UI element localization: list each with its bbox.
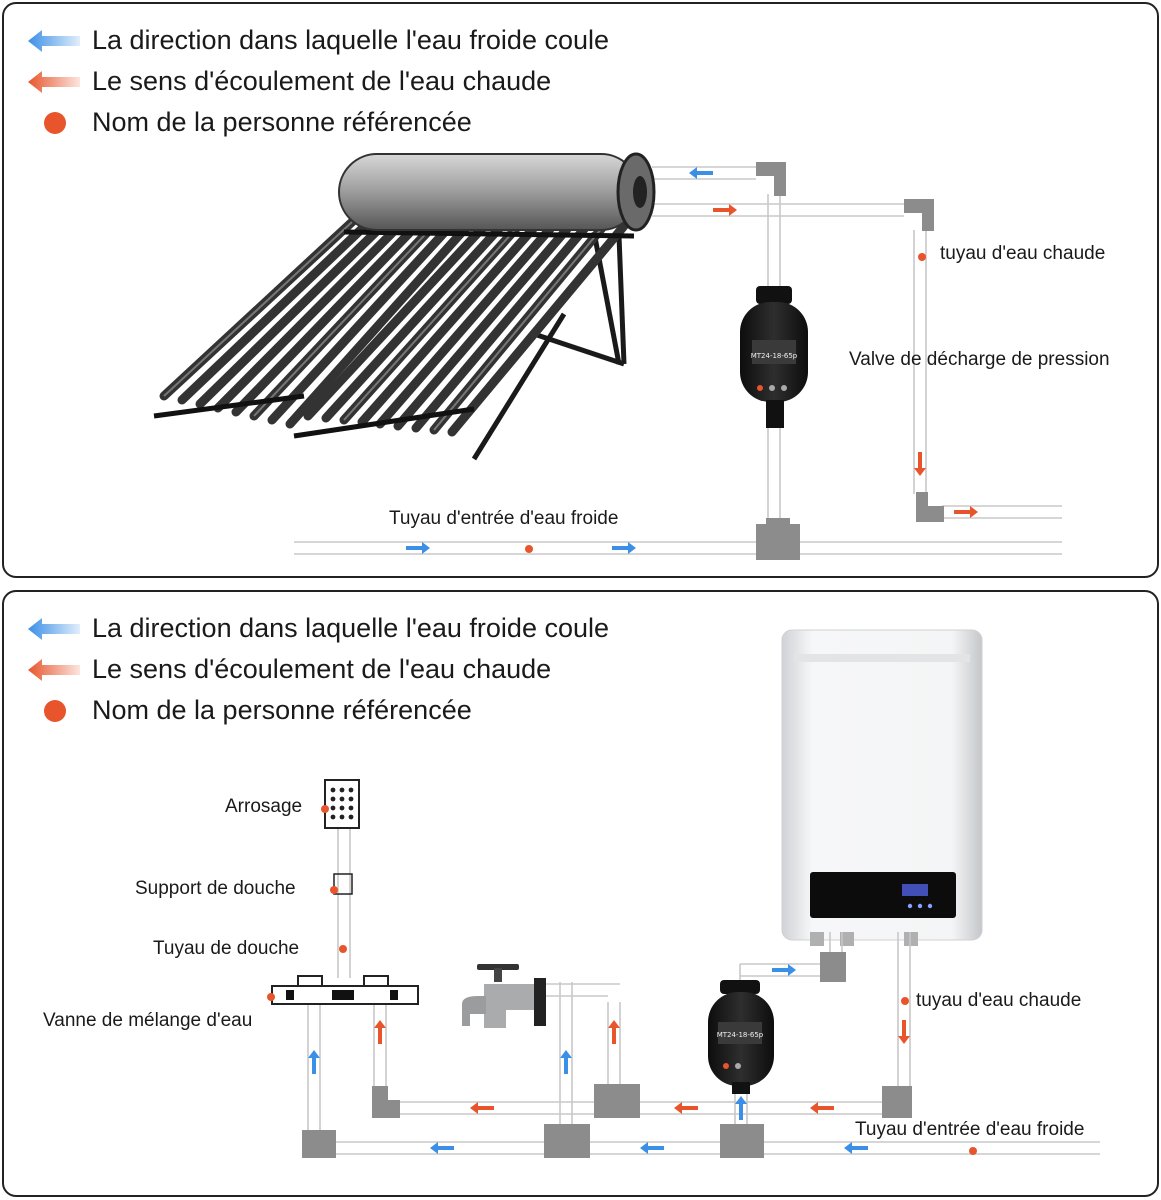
cold-arrow-icon [28, 30, 80, 52]
marker-dot-icon [44, 700, 66, 722]
faucet [462, 964, 546, 1028]
hot-arrow [674, 1102, 698, 1114]
marker-dots [267, 805, 977, 1155]
label-shower-head: Arrosage [225, 796, 303, 817]
label-hot-pipe: tuyau d'eau chaude [916, 990, 1082, 1011]
gas-water-heater [781, 629, 983, 946]
label-mixing-valve: Vanne de mélange d'eau [43, 1010, 253, 1031]
legend-cold-label: La direction dans laquelle l'eau froide … [92, 613, 610, 643]
marker-dot [918, 253, 926, 261]
legend-marker-label: Nom de la personne référencée [92, 107, 472, 137]
shower-head [324, 779, 360, 895]
legend-marker-label: Nom de la personne référencée [92, 695, 472, 725]
hot-arrow [914, 452, 926, 476]
cold-arrow [640, 1142, 664, 1154]
marker-dot-icon [44, 112, 66, 134]
legend-hot-label: Le sens d'écoulement de l'eau chaude [92, 66, 552, 96]
pipes [294, 166, 1062, 555]
cold-arrow [772, 964, 796, 976]
solar-heater-diagram: MT24-18-65p [153, 152, 1062, 560]
cold-arrow [689, 167, 713, 179]
hot-arrow-icon [28, 659, 80, 681]
pipes [307, 826, 1100, 1155]
hot-arrow [954, 506, 978, 518]
marker-dot [969, 1147, 977, 1155]
marker-dot [339, 945, 347, 953]
gas-heater-diagram: MT24-18-65p [267, 629, 1100, 1158]
marker-dot [321, 805, 329, 813]
pipe-fittings [756, 162, 944, 560]
cold-arrow [612, 542, 636, 554]
cold-arrow [560, 1050, 572, 1074]
gas-heater-panel: MT24-18-65p [2, 590, 1159, 1197]
hot-arrow [470, 1102, 494, 1114]
marker-dot [330, 886, 338, 894]
label-shower-hose: Tuyau de douche [153, 938, 300, 959]
booster-pump: MT24-18-65p [708, 980, 774, 1094]
cold-arrow [735, 1096, 747, 1120]
solar-heater-panel: MT24-18-65p La direction dans laquelle l… [2, 2, 1159, 578]
booster-pump: MT24-18-65p [740, 286, 808, 428]
cold-arrow [844, 1142, 868, 1154]
label-hot-pipe: tuyau d'eau chaude [940, 243, 1106, 264]
flow-arrows [406, 167, 978, 554]
label-pressure-valve: Valve de décharge de pression [849, 349, 1110, 370]
hot-arrow [898, 1020, 910, 1044]
cold-arrow-icon [28, 618, 80, 640]
pipe-fittings [302, 952, 912, 1158]
label-shower-holder: Support de douche [135, 878, 296, 899]
label-cold-inlet: Tuyau d'entrée d'eau froide [389, 508, 619, 529]
legend-cold-label: La direction dans laquelle l'eau froide … [92, 25, 610, 55]
hot-arrow [374, 1020, 386, 1044]
solar-collector [153, 152, 656, 461]
cold-arrow [406, 542, 430, 554]
marker-dot [901, 997, 909, 1005]
legend-hot-label: Le sens d'écoulement de l'eau chaude [92, 654, 552, 684]
cold-arrow [308, 1050, 320, 1074]
flow-arrows [308, 964, 910, 1154]
hot-arrow [810, 1102, 834, 1114]
hot-arrow [608, 1020, 620, 1044]
label-cold-inlet: Tuyau d'entrée d'eau froide [855, 1119, 1085, 1140]
marker-dot [267, 993, 275, 1001]
hot-arrow [713, 204, 737, 216]
marker-dot [525, 545, 533, 553]
pump-model-text: MT24-18-65p [717, 1031, 764, 1039]
hot-arrow-icon [28, 71, 80, 93]
cold-arrow [430, 1142, 454, 1154]
pump-model-text: MT24-18-65p [751, 352, 798, 360]
mixing-valve-body [271, 975, 419, 1005]
